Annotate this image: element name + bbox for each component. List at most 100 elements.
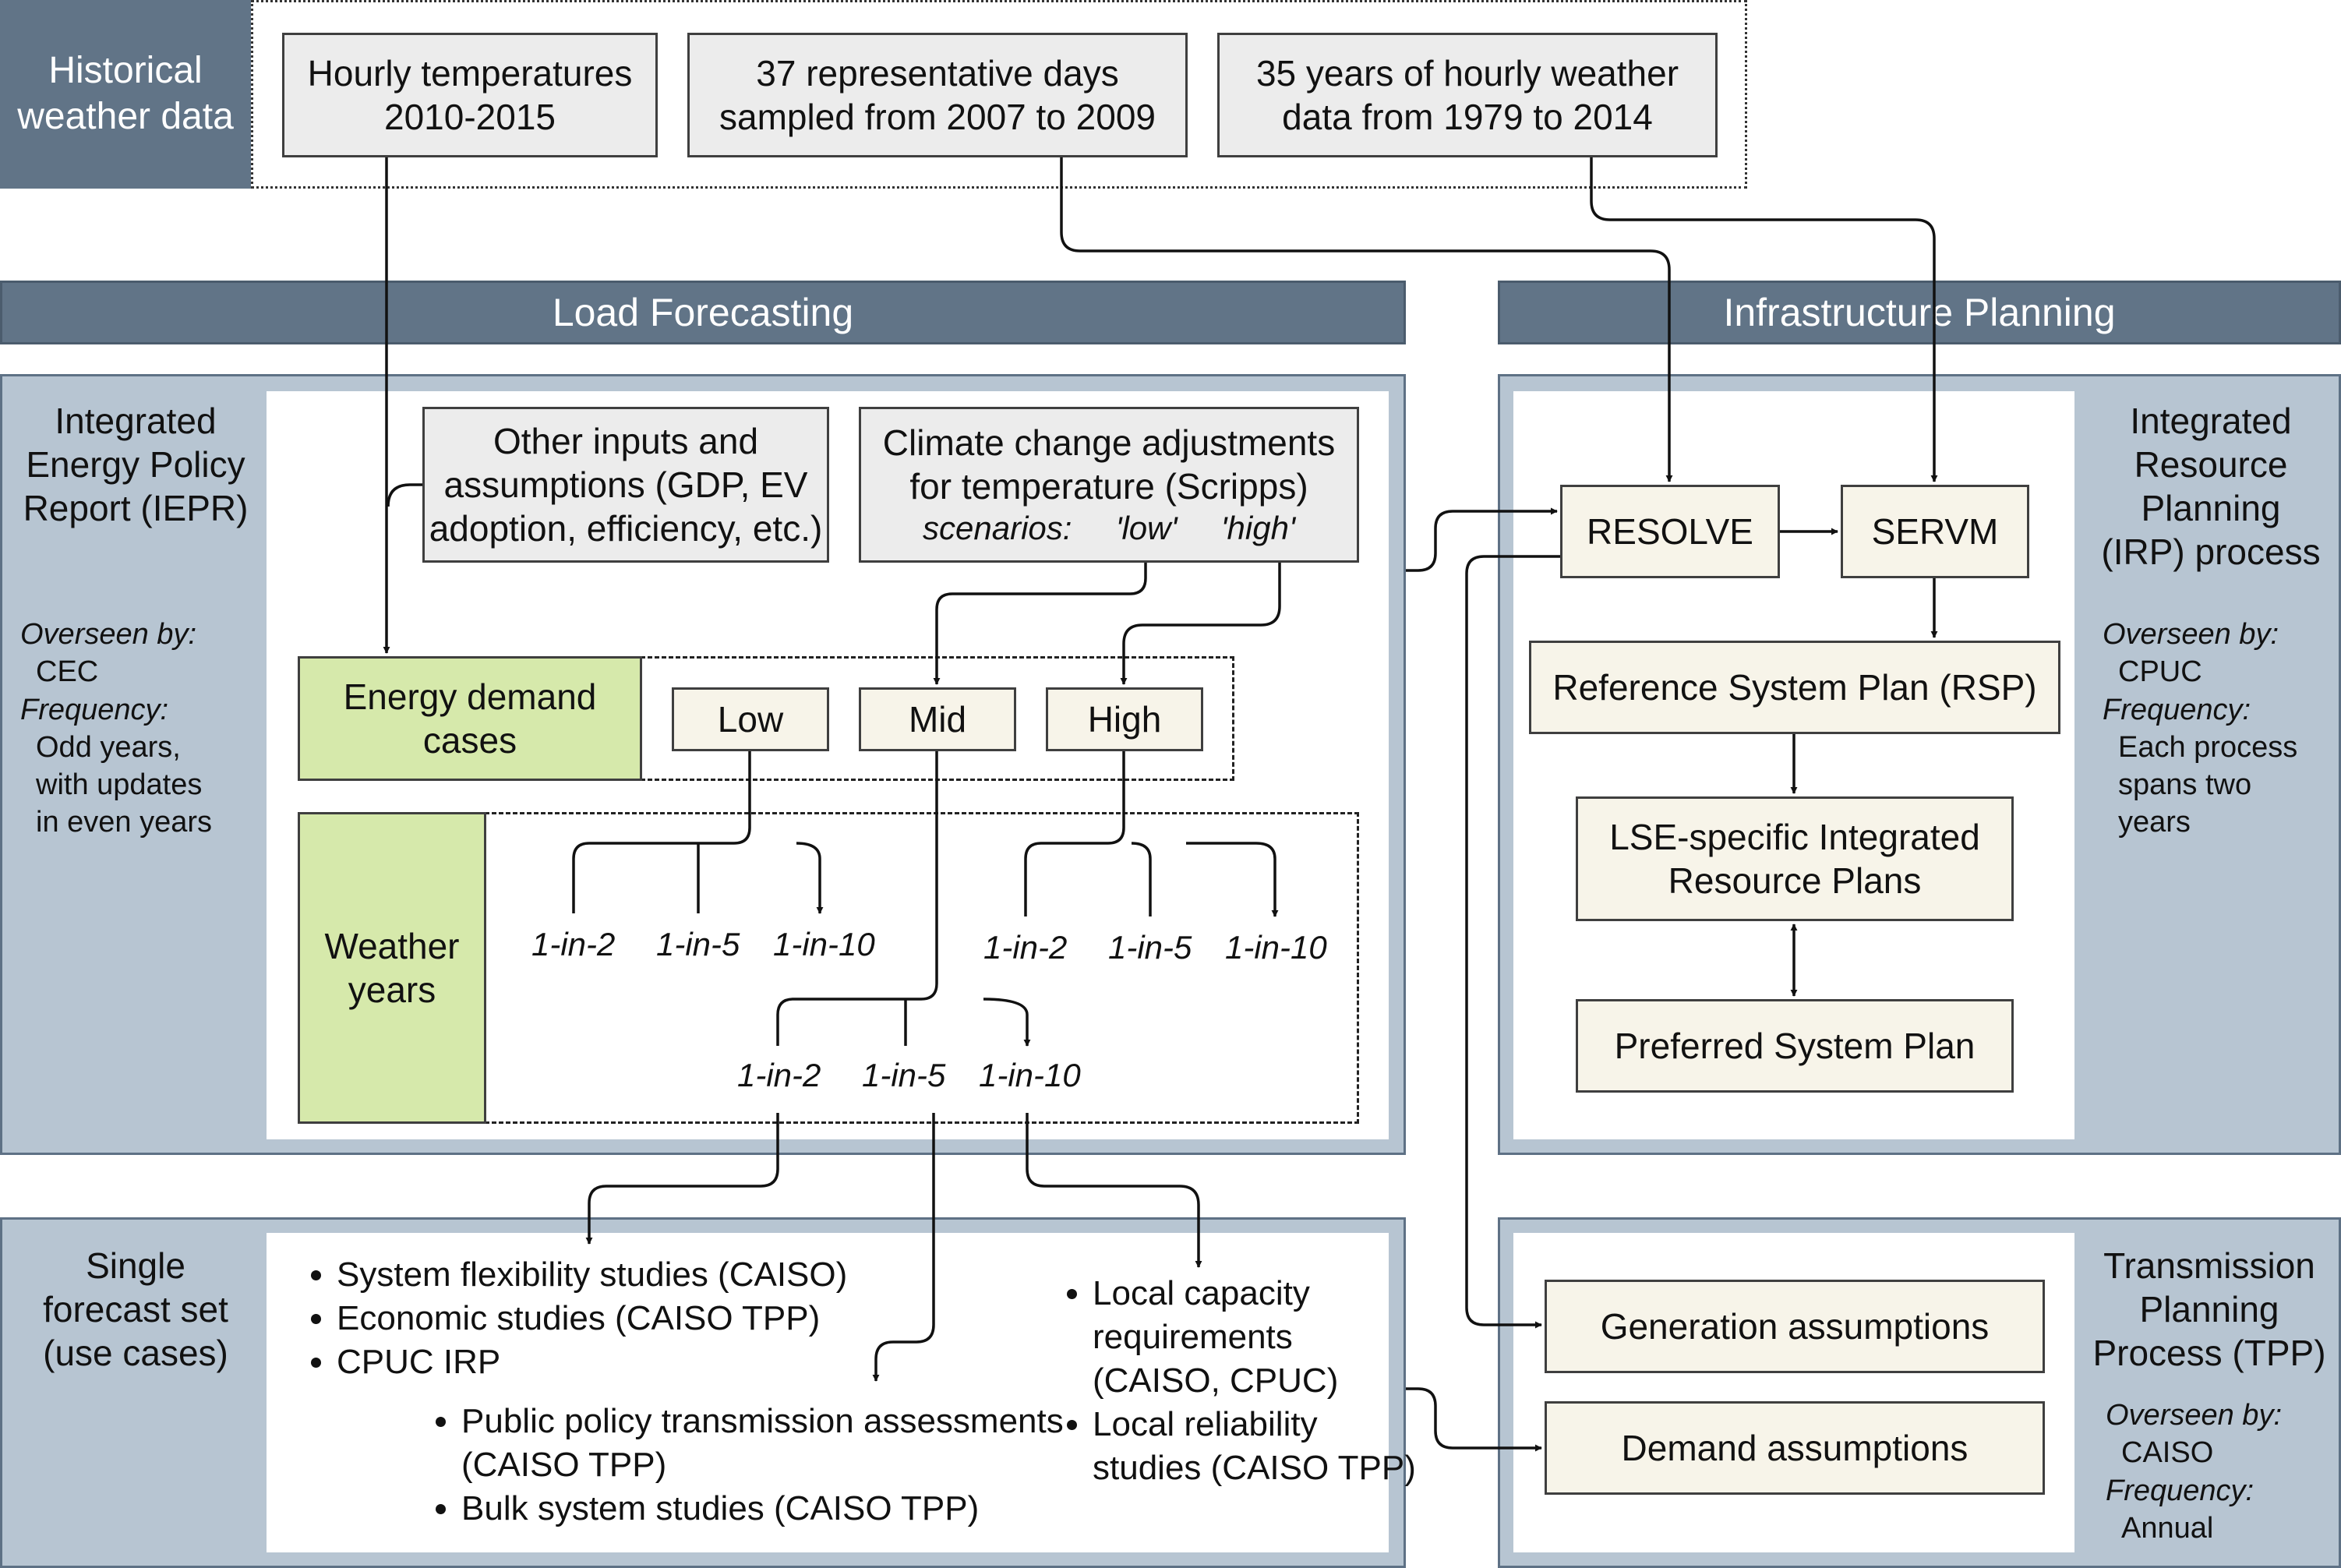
weather-years-box: Weather years: [298, 812, 486, 1124]
energy-demand-line: Energy demand: [343, 676, 597, 717]
irp-title-line: Planning: [2141, 488, 2281, 529]
use-case-item: Local capacity requirements (CAISO, CPUC…: [1093, 1272, 1420, 1403]
other-inputs-line: assumptions (GDP, EV: [443, 464, 808, 505]
iepr-frequency-label: Frequency:: [20, 693, 169, 726]
source-line: sampled from 2007 to 2009: [719, 97, 1156, 137]
demand-assumptions-box: Demand assumptions: [1545, 1401, 2045, 1495]
demand-label: Demand assumptions: [1621, 1427, 1968, 1468]
irp-meta: Overseen by: CPUC Frequency: Each proces…: [2103, 616, 2336, 842]
source-line: 35 years of hourly weather: [1255, 52, 1679, 94]
use-case-item: CPUC IRP: [337, 1340, 847, 1384]
scenario-low: 'low': [1115, 510, 1178, 547]
climate-adjustments-box: Climate change adjustments for temperatu…: [859, 407, 1359, 563]
lse-line: LSE-specific Integrated: [1609, 816, 1980, 857]
use-case-list-c: Local capacity requirements (CAISO, CPUC…: [1038, 1272, 1420, 1489]
source-line: Hourly temperatures: [307, 52, 633, 94]
single-forecast-title: Single forecast set (use cases): [6, 1244, 265, 1375]
irp-frequency-label: Frequency:: [2103, 693, 2251, 726]
weather-years-line: years: [348, 969, 436, 1010]
35-years-to-servm-arrow: [1590, 157, 1938, 482]
lse-line: Resource Plans: [1668, 860, 1922, 901]
climate-scenarios: scenarios: 'low' 'high': [923, 508, 1295, 548]
use-case-item: Bulk system studies (CAISO TPP): [461, 1487, 1100, 1531]
iepr-title-line: Energy Policy: [26, 444, 245, 486]
use-case-item: Economic studies (CAISO TPP): [337, 1297, 847, 1340]
resolve-label: RESOLVE: [1587, 510, 1753, 552]
single-title-line: (use cases): [43, 1333, 228, 1374]
scenario-high: 'high': [1220, 510, 1295, 547]
climate-line: for temperature (Scripps): [909, 466, 1308, 507]
irp-title-line: Resource: [2134, 444, 2288, 486]
case-label: Low: [717, 698, 784, 740]
iepr-overseen-value: CEC: [36, 655, 99, 689]
historical-title-line: Historical: [48, 50, 203, 92]
tpp-title-line: Process (TPP): [2092, 1333, 2326, 1374]
high-1-in-2: 1-in-2: [983, 929, 1068, 966]
case-mid: Mid: [859, 687, 1016, 751]
iepr-frequency-line: Odd years,: [36, 730, 181, 764]
tpp-title-line: Transmission: [2103, 1245, 2315, 1286]
iepr-frequency-line: with updates: [36, 768, 203, 801]
use-case-item: Public policy transmission assessments (…: [461, 1400, 1100, 1487]
low-1-in-2: 1-in-2: [531, 926, 616, 962]
representative-days-to-resolve-arrow: [1060, 157, 1673, 482]
rsp-box: Reference System Plan (RSP): [1529, 641, 2060, 734]
irp-frequency-line: years: [2118, 806, 2191, 839]
mid-1-in-5: 1-in-5: [862, 1057, 946, 1093]
mid-to-weather-years-arrows: [776, 751, 1027, 1046]
iepr-meta: Overseen by: CEC Frequency: Odd years, w…: [20, 616, 262, 842]
mid-1-in-2: 1-in-2: [737, 1057, 821, 1093]
single-forecast-inner: [267, 1233, 1389, 1552]
other-inputs-line: adoption, efficiency, etc.): [429, 508, 823, 549]
resolve-box: RESOLVE: [1560, 485, 1780, 578]
climate-line: Climate change adjustments: [882, 422, 1336, 464]
source-representative-days: 37 representative days sampled from 2007…: [687, 33, 1188, 157]
iepr-overseen-label: Overseen by:: [20, 618, 196, 651]
source-hourly-temperatures: Hourly temperatures 2010-2015: [282, 33, 658, 157]
source-35-years: 35 years of hourly weather data from 197…: [1217, 33, 1718, 157]
use-case-list-a: System flexibility studies (CAISO) Econo…: [282, 1253, 847, 1384]
other-inputs-line: Other inputs and: [493, 420, 759, 461]
mid-1-in-5-to-use-cases-arrow: [872, 1113, 935, 1382]
other-inputs-to-energy-demand-link: [387, 483, 422, 507]
climate-low-to-mid-arrow: [933, 563, 1147, 685]
iepr-title-line: Integrated: [55, 401, 217, 441]
weather-years-line: Weather: [324, 925, 460, 966]
case-high: High: [1046, 687, 1203, 751]
generation-assumptions-box: Generation assumptions: [1545, 1280, 2045, 1373]
generation-label: Generation assumptions: [1600, 1305, 1990, 1347]
high-to-weather-years-arrows: [1024, 751, 1275, 916]
servm-box: SERVM: [1841, 485, 2029, 578]
mid-1-in-10: 1-in-10: [979, 1057, 1081, 1093]
tpp-title-line: Planning: [2139, 1289, 2279, 1330]
historical-weather-title: Historical weather data: [0, 0, 251, 189]
irp-overseen-label: Overseen by:: [2103, 618, 2279, 651]
historical-weather-frame: [251, 0, 1747, 189]
low-to-weather-years-arrows: [572, 751, 820, 913]
psp-label: Preferred System Plan: [1614, 1025, 1976, 1066]
historical-title-line: weather data: [17, 96, 234, 137]
load-forecasting-label: Load Forecasting: [552, 291, 854, 334]
iepr-title: Integrated Energy Policy Report (IEPR): [6, 399, 265, 530]
mid-1-in-10-to-use-cases-arrow: [1026, 1113, 1202, 1268]
source-line: 37 representative days: [756, 52, 1119, 94]
source-line: data from 1979 to 2014: [1282, 97, 1653, 137]
low-1-in-5: 1-in-5: [656, 926, 740, 962]
iepr-frequency-line: in even years: [36, 806, 213, 839]
tpp-meta: Overseen by: CAISO Frequency: Annual: [2106, 1397, 2339, 1547]
case-low: Low: [672, 687, 829, 751]
single-title-line: Single: [86, 1245, 185, 1286]
use-cases-to-demand-arrow: [1406, 1387, 1542, 1452]
other-inputs-box: Other inputs and assumptions (GDP, EV ad…: [422, 407, 829, 563]
irp-title-line: (IRP) process: [2101, 531, 2321, 573]
use-case-list-b: Public policy transmission assessments (…: [407, 1400, 1100, 1531]
low-1-in-10: 1-in-10: [773, 926, 875, 962]
servm-label: SERVM: [1871, 510, 1999, 552]
resolve-to-generation-arrow: [1465, 555, 1560, 1329]
load-forecasting-bar: Load Forecasting: [0, 281, 1406, 344]
climate-high-to-high-arrow: [1120, 563, 1281, 685]
irp-title-line: Integrated: [2130, 401, 2292, 441]
lse-plans-box: LSE-specific Integrated Resource Plans: [1576, 796, 2014, 921]
